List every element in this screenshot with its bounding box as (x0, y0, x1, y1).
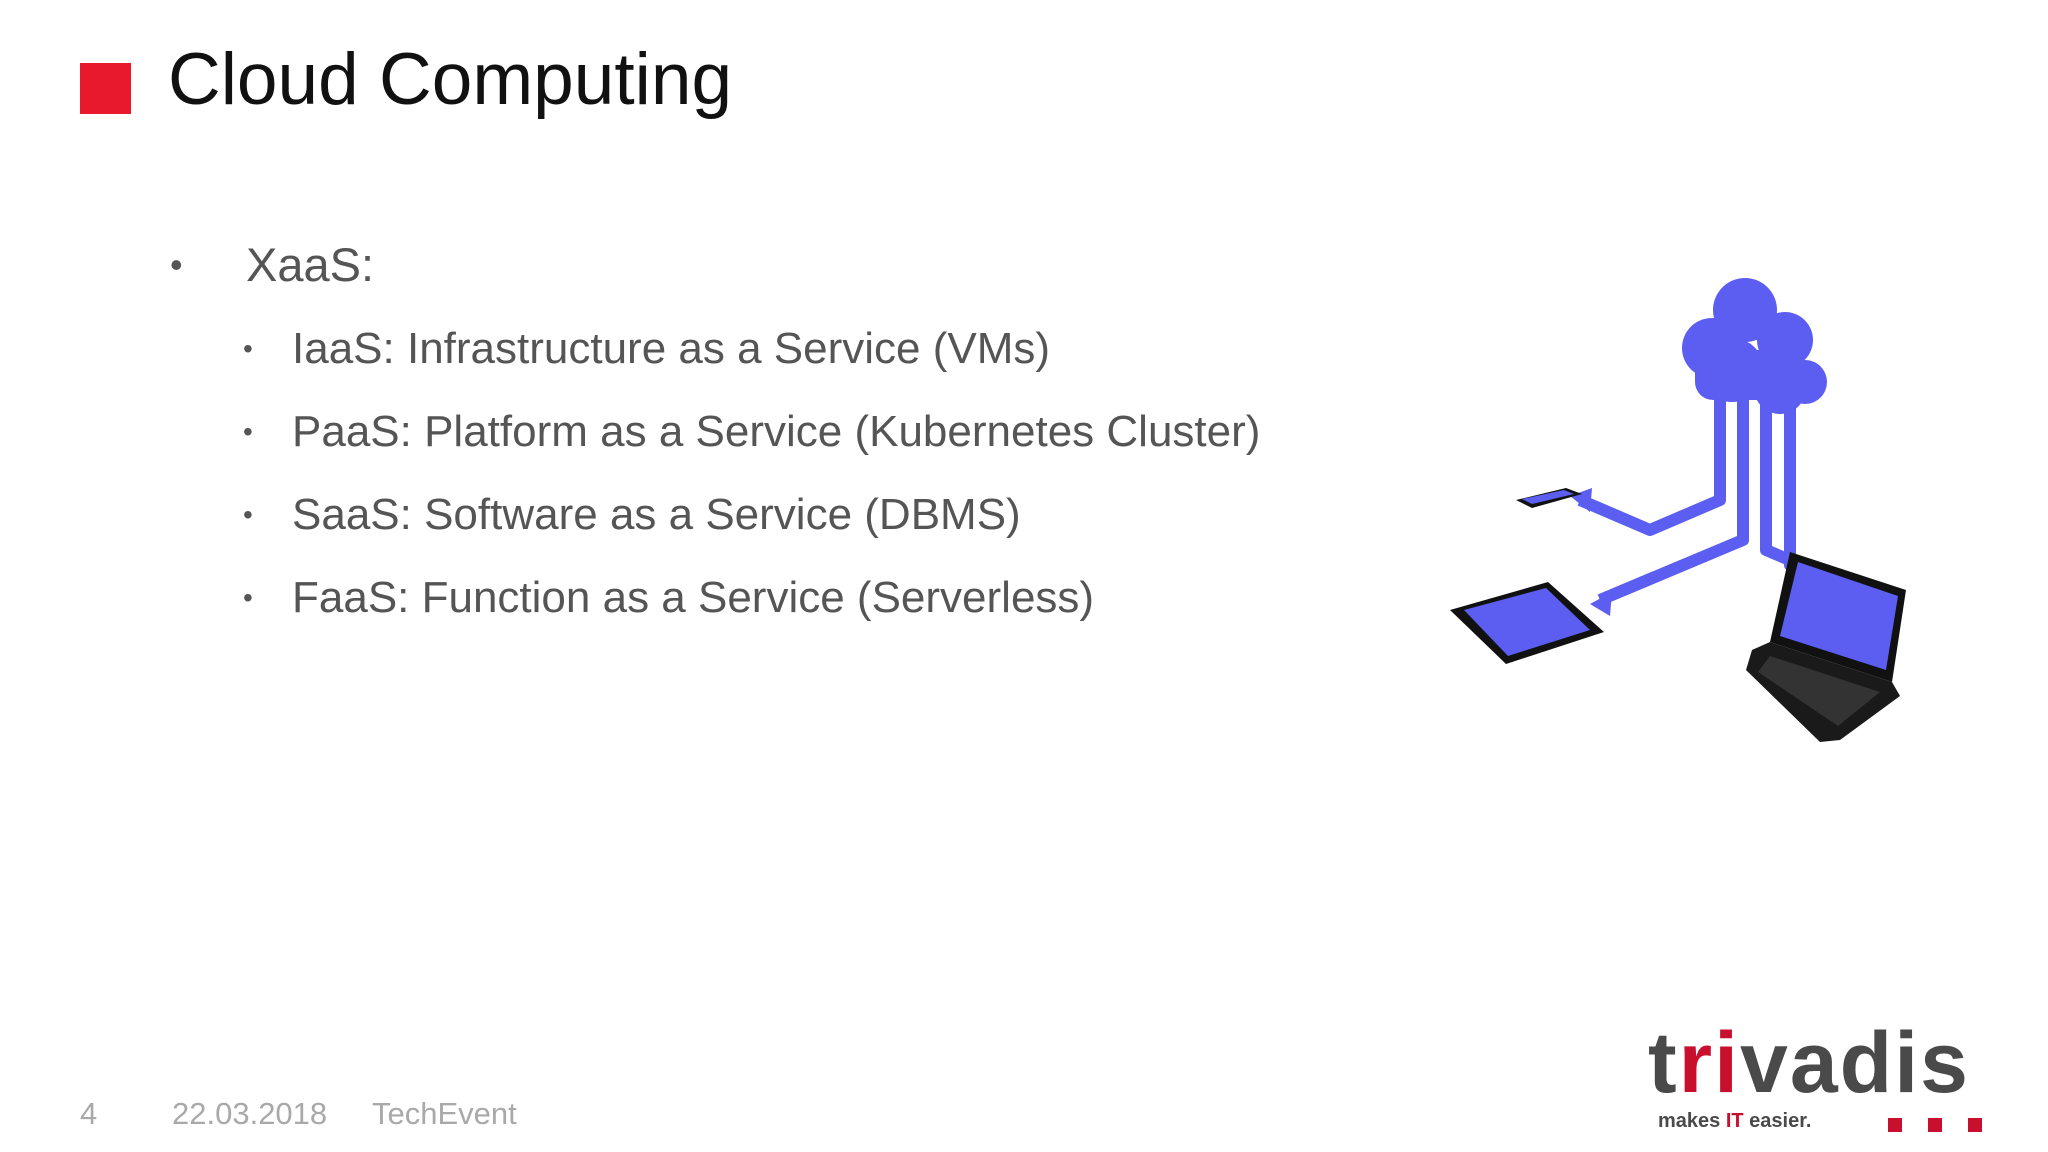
logo-word-prefix: t (1648, 1015, 1679, 1111)
logo-tagline: makes IT easier. (1658, 1110, 1811, 1133)
title-accent-square (80, 63, 131, 114)
smartphone-icon (1516, 488, 1582, 508)
data-flow-arrows (1577, 385, 1903, 611)
logo-tagline-accent: IT (1725, 1110, 1744, 1132)
bullet-marker: • (243, 499, 253, 530)
footer-event: TechEvent (372, 1096, 517, 1131)
bullet-text: XaaS: (246, 238, 375, 291)
cloud-icon (1682, 278, 1827, 414)
tablet-icon (1450, 582, 1604, 664)
footer-date: 22.03.2018 (172, 1096, 328, 1131)
bullet-text: FaaS: Function as a Service (Serverless) (292, 573, 1095, 622)
bullet-marker: • (243, 582, 253, 613)
slide-title: Cloud Computing (168, 39, 733, 120)
logo-tagline-suffix: easier. (1743, 1110, 1812, 1132)
logo-dots (1888, 1118, 1982, 1132)
logo-word-accent: ri (1678, 1015, 1741, 1111)
bullet-marker: • (170, 244, 183, 285)
bullet-text: PaaS: Platform as a Service (Kubernetes … (292, 407, 1261, 456)
page-number: 4 (80, 1096, 98, 1131)
bullet-text: IaaS: Infrastructure as a Service (VMs) (292, 324, 1051, 373)
logo-wordmark: trivadis (1648, 1020, 1970, 1106)
logo-tagline-prefix: makes (1658, 1110, 1726, 1132)
logo-word-suffix: vadis (1740, 1015, 1970, 1111)
bullet-marker: • (243, 416, 253, 447)
bullet-text: SaaS: Software as a Service (DBMS) (292, 490, 1021, 539)
cloud-devices-illustration (1450, 278, 1906, 742)
trivadis-logo: trivadis makes IT easier. (1648, 1020, 2008, 1140)
laptop-icon (1746, 552, 1906, 742)
bullet-marker: • (243, 333, 253, 364)
